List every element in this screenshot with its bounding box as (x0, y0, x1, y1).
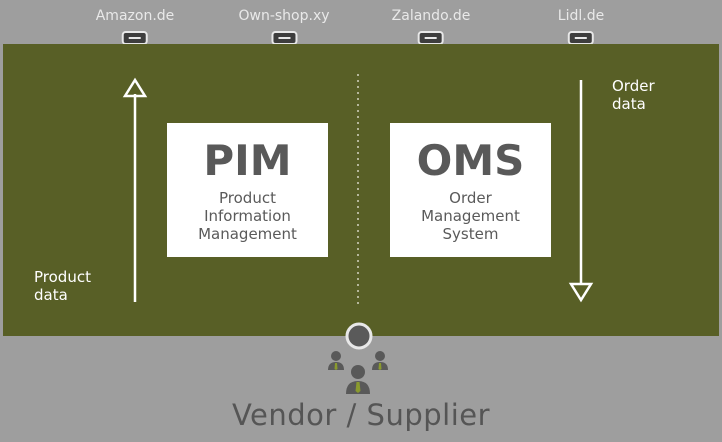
vendor-graphics (328, 322, 388, 394)
oms-box: OMS Order Management System (390, 123, 551, 257)
pim-line: Information (204, 207, 291, 225)
channel-row: Amazon.de Own-shop.xy Zalando.de Lidl.de (0, 0, 722, 45)
connector-icon (270, 31, 297, 45)
product-data-arrow-head (122, 77, 148, 98)
order-data-line: Order (612, 77, 655, 95)
order-data-line: data (612, 95, 646, 113)
vendor-label: Vendor / Supplier (231, 398, 491, 432)
channel-label: Own-shop.xy (238, 8, 330, 24)
vendor-area: Vendor / Supplier (0, 320, 722, 442)
connector-icon (417, 31, 444, 45)
channel-own-shop: Own-shop.xy (238, 8, 330, 45)
connector-icon (122, 31, 148, 45)
connector-icon (567, 31, 594, 45)
platform-board: PIM Product Information Management OMS O… (3, 44, 719, 336)
board-graphics (122, 74, 594, 306)
oms-line: Management (421, 207, 520, 225)
pim-line: Management (198, 225, 297, 243)
person-right-icon (372, 351, 388, 370)
person-left-icon (328, 351, 344, 370)
channel-amazon: Amazon.de (95, 8, 175, 45)
channel-label: Amazon.de (95, 8, 175, 24)
order-data-label: Order data (612, 77, 655, 113)
product-data-line: Product (34, 268, 91, 286)
oms-line: System (442, 225, 499, 243)
product-data-line: data (34, 286, 68, 304)
channel-label: Zalando.de (391, 8, 471, 24)
channel-label: Lidl.de (557, 8, 605, 24)
channel-lidl: Lidl.de (558, 8, 604, 45)
product-data-label: Product data (34, 268, 91, 304)
pim-title: PIM (203, 136, 292, 185)
pim-line: Product (219, 189, 276, 207)
person-center-icon (346, 365, 370, 394)
pim-box: PIM Product Information Management (167, 123, 328, 257)
oms-line: Order (449, 189, 492, 207)
vendor-connector-icon (345, 322, 373, 350)
order-data-arrow-head (568, 282, 594, 303)
channel-zalando: Zalando.de (391, 8, 471, 45)
oms-title: OMS (416, 136, 525, 185)
